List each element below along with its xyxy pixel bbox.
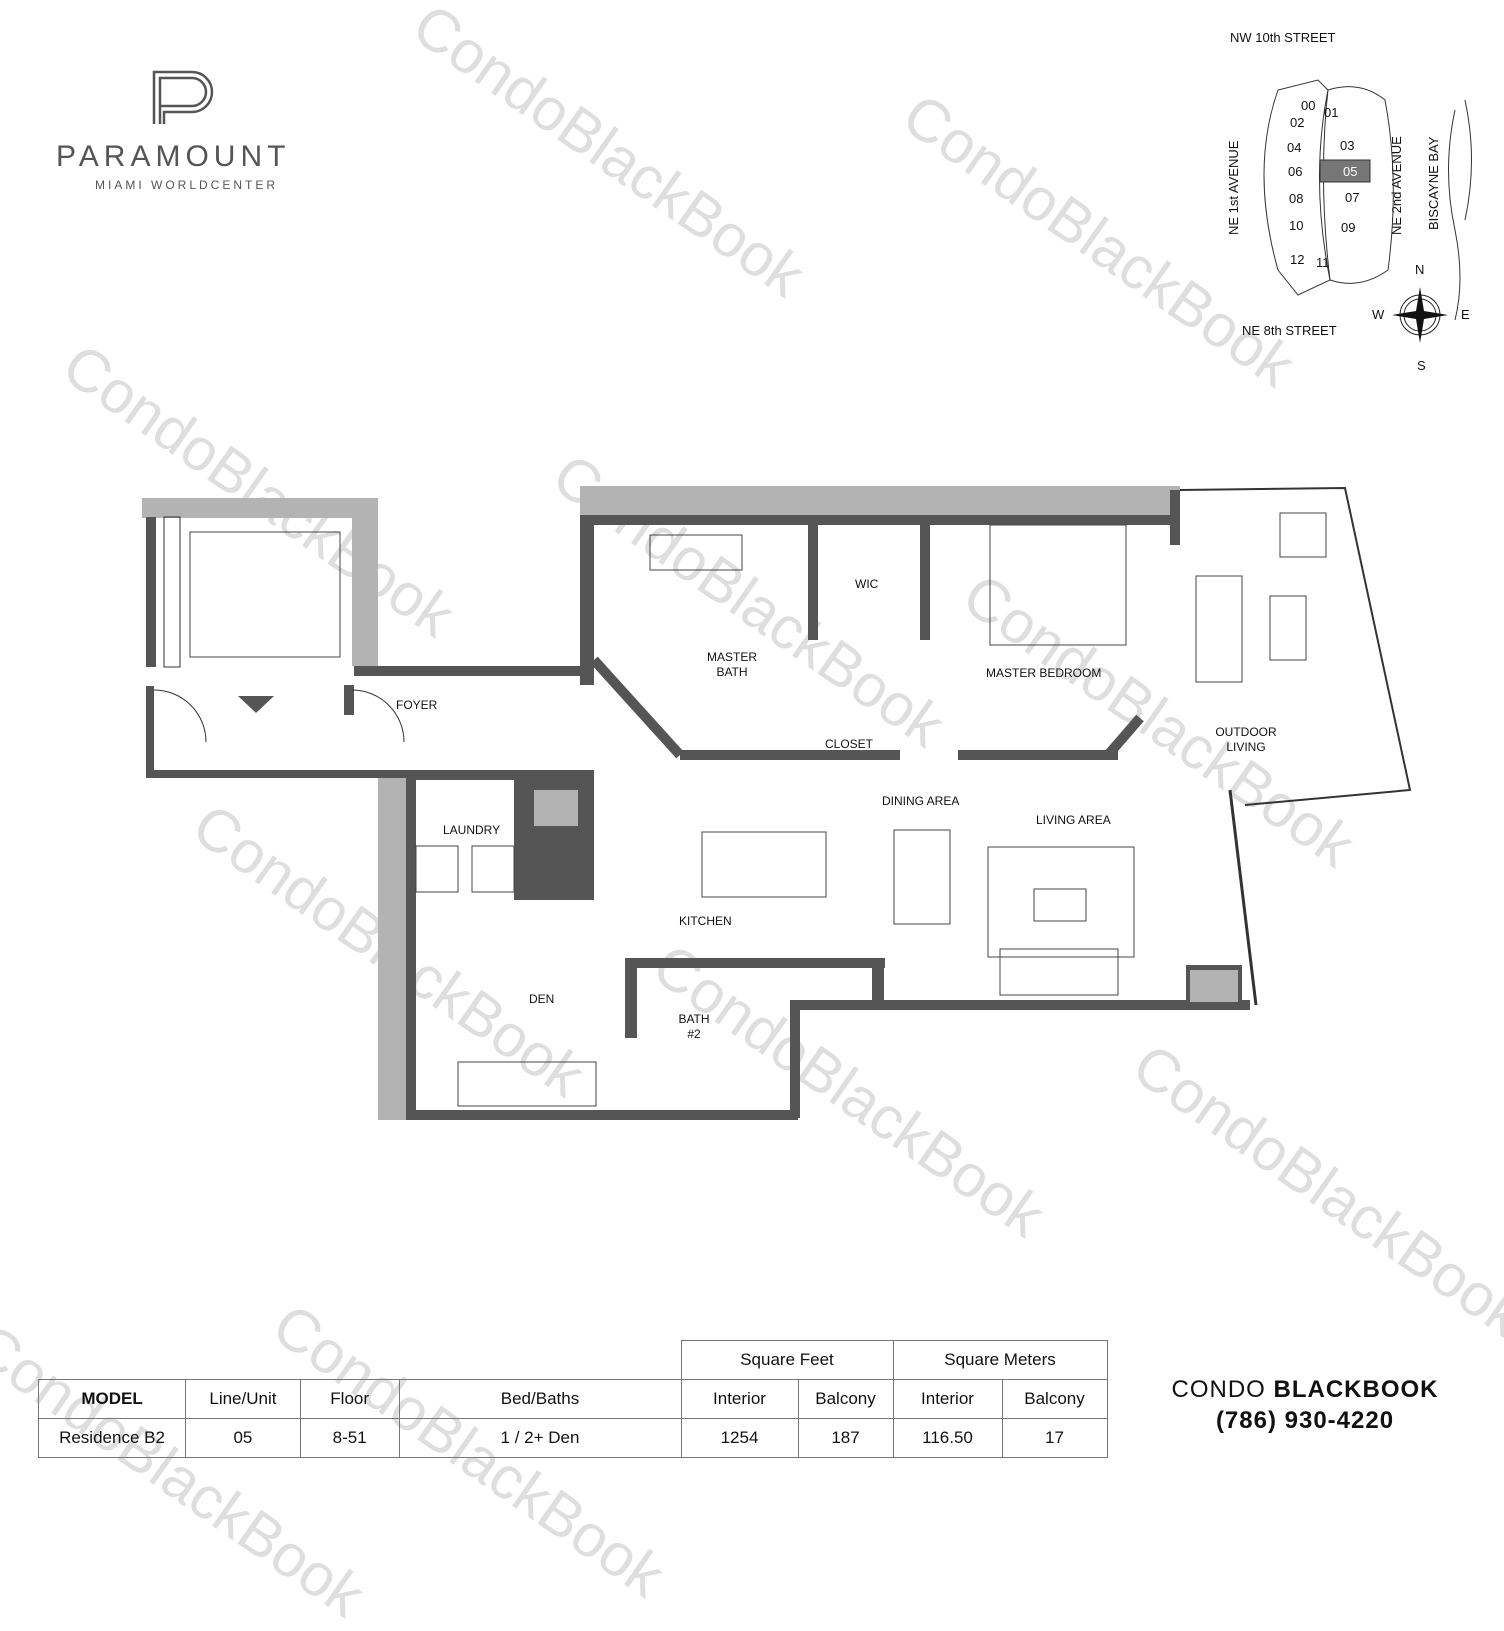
cell-model: Residence B2 (37, 1418, 187, 1458)
contact-brand-bold: BLACKBOOK (1273, 1376, 1439, 1403)
unit-06: 06 (1288, 164, 1303, 179)
unit-12: 12 (1290, 252, 1305, 267)
unit-00: 00 (1301, 98, 1316, 113)
contact-brand: CONDO BLACKBOOK (1140, 1376, 1470, 1404)
cell-floor: 8-51 (299, 1418, 400, 1458)
cell-balcony-sqm: 17 (1001, 1418, 1108, 1458)
cell-balcony-sqft: 187 (797, 1418, 894, 1458)
header-model: MODEL (37, 1379, 187, 1419)
room-dining-area: DINING AREA (882, 794, 960, 808)
compass-w: W (1372, 307, 1385, 322)
unit-01: 01 (1324, 105, 1339, 120)
room-kitchen: KITCHEN (679, 914, 732, 928)
unit-07: 07 (1345, 190, 1360, 205)
header-balcony-sqm: Balcony (1001, 1379, 1108, 1419)
header-balcony-sqft: Balcony (797, 1379, 894, 1419)
header-interior-sqm: Interior (892, 1379, 1003, 1419)
room-outdoor-living: OUTDOOR LIVING (1214, 725, 1278, 755)
paramount-logo-icon (152, 70, 214, 124)
header-floor: Floor (299, 1379, 400, 1419)
compass-s: S (1417, 358, 1426, 373)
room-outdoor-living-line1: OUTDOOR (1215, 725, 1277, 739)
room-master-bath-line2: BATH (716, 665, 748, 679)
floor-plan-drawing (142, 486, 1412, 1120)
contact-phone[interactable]: (786) 930-4220 (1215, 1407, 1395, 1434)
unit-09: 09 (1341, 220, 1356, 235)
spec-table: Square Feet Square Meters MODEL Line/Uni… (37, 1340, 1108, 1458)
room-master-bedroom: MASTER BEDROOM (986, 666, 1102, 680)
room-den: DEN (529, 992, 555, 1006)
room-bath-2-line2: #2 (687, 1027, 701, 1041)
cell-interior-sqft: 1254 (680, 1418, 799, 1458)
room-living-area: LIVING AREA (1036, 813, 1111, 827)
header-square-meters: Square Meters (892, 1340, 1108, 1380)
brand-subtitle: MIAMI WORLDCENTER (95, 178, 278, 192)
header-square-feet: Square Feet (680, 1340, 894, 1380)
unit-02: 02 (1290, 115, 1305, 130)
room-wic: WIC (855, 577, 879, 591)
header-bed-baths: Bed/Baths (398, 1379, 682, 1419)
unit-10: 10 (1289, 218, 1304, 233)
room-bath-2-line1: BATH (678, 1012, 710, 1026)
unit-11: 11 (1316, 255, 1330, 270)
table-row: Residence B2 05 8-51 1 / 2+ Den 1254 187… (37, 1418, 1108, 1458)
room-foyer: FOYER (396, 698, 438, 712)
unit-05-highlighted: 05 (1343, 164, 1358, 179)
building-outline-icon (1263, 79, 1472, 343)
room-outdoor-living-line2: LIVING (1226, 740, 1266, 754)
room-master-bath-line1: MASTER (706, 650, 757, 664)
room-master-bath: MASTER BATH (706, 650, 758, 680)
header-line-unit: Line/Unit (185, 1379, 301, 1419)
unit-08: 08 (1289, 191, 1304, 206)
room-bath-2: BATH #2 (674, 1012, 714, 1042)
compass-e: E (1461, 307, 1470, 322)
contact-brand-light: CONDO (1171, 1376, 1266, 1403)
room-closet: CLOSET (825, 737, 874, 751)
spec-blank (39, 1341, 682, 1380)
cell-interior-sqm: 116.50 (892, 1418, 1003, 1458)
key-plan: NW 10th STREET NE 8th STREET NE 1st AVEN… (1210, 20, 1500, 380)
cell-line-unit: 05 (185, 1418, 301, 1458)
unit-04: 04 (1287, 140, 1302, 155)
cell-bed-baths: 1 / 2+ Den (398, 1418, 682, 1458)
header-interior-sqft: Interior (680, 1379, 799, 1419)
brand-name: PARAMOUNT (56, 140, 291, 173)
street-north: NW 10th STREET (1230, 30, 1336, 45)
compass-n: N (1415, 262, 1425, 277)
unit-03: 03 (1340, 138, 1355, 153)
street-south: NE 8th STREET (1242, 323, 1337, 338)
room-laundry: LAUNDRY (443, 823, 501, 837)
